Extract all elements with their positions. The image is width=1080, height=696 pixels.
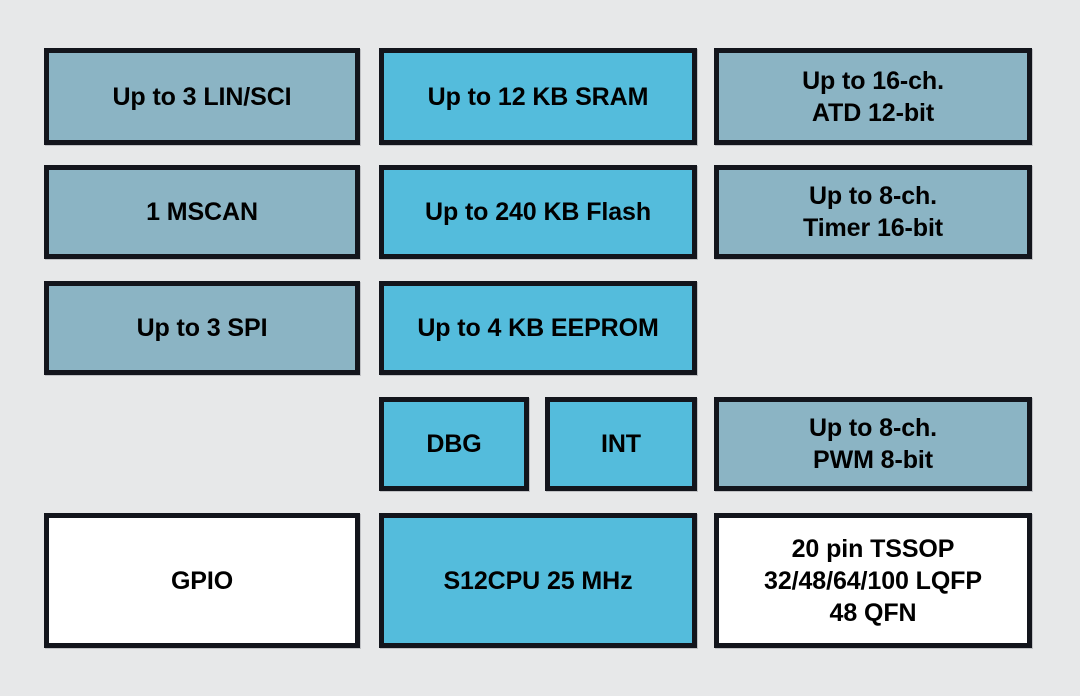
block-label-eeprom: Up to 4 KB EEPROM	[417, 314, 659, 342]
block-int[interactable]: INT	[545, 397, 697, 491]
block-eeprom[interactable]: Up to 4 KB EEPROM	[379, 281, 697, 375]
block-dbg[interactable]: DBG	[379, 397, 529, 491]
block-flash[interactable]: Up to 240 KB Flash	[379, 165, 697, 259]
block-label-package: 20 pin TSSOP 32/48/64/100 LQFP 48 QFN	[764, 534, 982, 627]
block-timer[interactable]: Up to 8-ch. Timer 16-bit	[714, 165, 1032, 259]
block-lin-sci[interactable]: Up to 3 LIN/SCI	[44, 48, 360, 145]
block-mscan[interactable]: 1 MSCAN	[44, 165, 360, 259]
block-label-lin-sci: Up to 3 LIN/SCI	[112, 82, 292, 111]
block-sram[interactable]: Up to 12 KB SRAM	[379, 48, 697, 145]
block-gpio[interactable]: GPIO	[44, 513, 360, 648]
block-spi[interactable]: Up to 3 SPI	[44, 281, 360, 375]
block-label-timer: Up to 8-ch. Timer 16-bit	[802, 182, 944, 242]
block-pwm[interactable]: Up to 8-ch. PWM 8-bit	[714, 397, 1032, 491]
block-label-dbg: DBG	[426, 430, 482, 458]
block-atd[interactable]: Up to 16-ch. ATD 12-bit	[714, 48, 1032, 145]
block-cpu[interactable]: S12CPU 25 MHz	[379, 513, 697, 648]
block-label-pwm: Up to 8-ch. PWM 8-bit	[808, 414, 938, 474]
block-label-mscan: 1 MSCAN	[146, 198, 258, 226]
block-label-sram: Up to 12 KB SRAM	[427, 82, 649, 111]
block-label-spi: Up to 3 SPI	[136, 314, 268, 342]
block-label-gpio: GPIO	[170, 566, 234, 595]
block-label-flash: Up to 240 KB Flash	[424, 198, 652, 226]
block-label-cpu: S12CPU 25 MHz	[443, 566, 633, 595]
block-package[interactable]: 20 pin TSSOP 32/48/64/100 LQFP 48 QFN	[714, 513, 1032, 648]
block-label-atd: Up to 16-ch. ATD 12-bit	[802, 66, 944, 127]
block-label-int: INT	[601, 430, 641, 458]
